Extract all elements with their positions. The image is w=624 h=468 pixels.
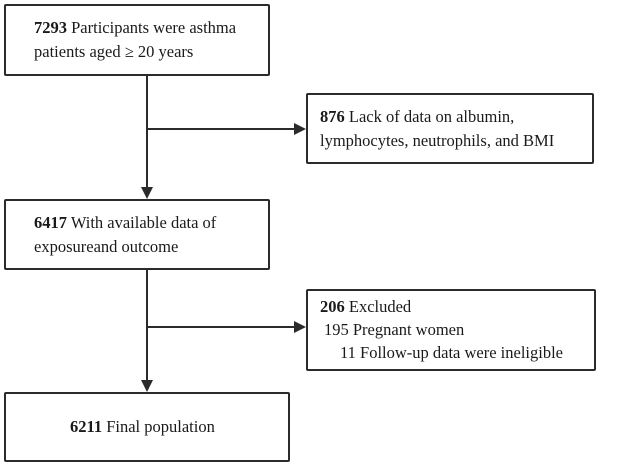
start-line-1: 7293 Participants were asthma [34, 16, 268, 40]
exclusion1-line-1: 876 Lack of data on albumin, [320, 105, 592, 129]
exclusion-box-1: 876 Lack of data on albumin, lymphocytes… [306, 93, 594, 164]
exclusion1-count: 876 [320, 107, 345, 126]
exclusion-box-2: 206 Excluded 195 Pregnant women 11 Follo… [306, 289, 596, 371]
middle-line-1-text: With available data of [70, 213, 217, 232]
start-count: 7293 [34, 18, 67, 37]
final-box: 6211 Final population [4, 392, 290, 462]
middle-line-1: 6417 With available data of [34, 211, 268, 235]
exclusion2-line-3: 11 Follow-up data were ineligible [340, 343, 563, 362]
final-line-1-text: Final population [106, 417, 215, 436]
exclusion2-count: 206 [320, 297, 345, 316]
exclusion2-line-2: 195 Pregnant women [324, 320, 465, 339]
start-line-2: patients aged ≥ 20 years [34, 42, 194, 61]
exclusion2-line-1: 206 Excluded [320, 295, 594, 318]
exclusion1-line-2: lymphocytes, neutrophils, and BMI [320, 131, 555, 150]
middle-line-2: exposureand outcome [34, 237, 179, 256]
start-line-1-text: Participants were asthma [71, 18, 237, 37]
exclusion1-line-1-text: Lack of data on albumin, [348, 107, 515, 126]
final-count: 6211 [70, 417, 103, 436]
middle-count: 6417 [34, 213, 67, 232]
start-box: 7293 Participants were asthma patients a… [4, 4, 270, 76]
exclusion2-line-1-text: Excluded [348, 297, 412, 316]
final-line-1: 6211 Final population [70, 415, 215, 439]
middle-box: 6417 With available data of exposureand … [4, 199, 270, 270]
